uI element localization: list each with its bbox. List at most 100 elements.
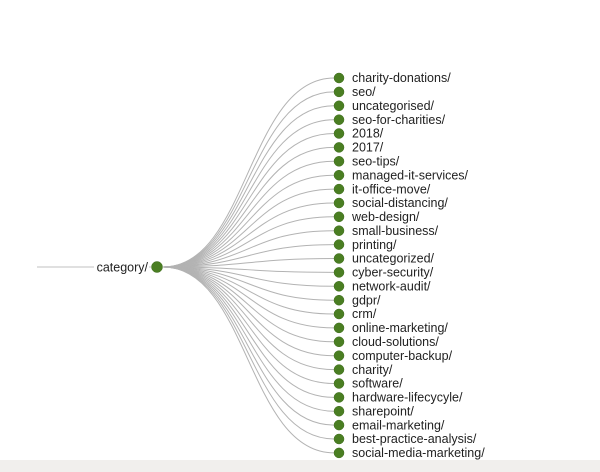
- tree-leaf-node: web-design/: [333, 210, 420, 224]
- tree-link: [162, 174, 335, 268]
- leaf-node-dot[interactable]: [333, 239, 345, 250]
- leaf-node-label: uncategorized/: [352, 252, 435, 266]
- leaf-node-dot[interactable]: [333, 364, 345, 375]
- tree-leaf-node: social-distancing/: [333, 196, 448, 210]
- tree-leaf-node: it-office-move/: [333, 182, 431, 196]
- root-node-dot[interactable]: [151, 261, 163, 273]
- leaf-node-label: cyber-security/: [352, 266, 434, 280]
- leaf-node-dot[interactable]: [333, 281, 345, 292]
- leaf-node-dot[interactable]: [333, 211, 345, 223]
- tree-leaf-node: email-marketing/: [333, 418, 445, 432]
- tree-leaf-node: charity/: [333, 363, 393, 377]
- tree-leaf-node: 2018/: [333, 127, 384, 141]
- tree-link: [162, 266, 335, 398]
- leaf-node-dot[interactable]: [333, 183, 345, 195]
- tree-link: [162, 133, 335, 268]
- leaf-node-dot[interactable]: [333, 392, 345, 403]
- tree-leaf-node: seo-for-charities/: [333, 113, 446, 127]
- leaf-node-label: computer-backup/: [352, 349, 453, 363]
- leaf-node-dot[interactable]: [333, 86, 345, 98]
- tree-link: [162, 266, 335, 357]
- leaf-node-label: it-office-move/: [352, 182, 431, 196]
- tree-leaf-node: best-practice-analysis/: [333, 432, 477, 446]
- tree-link: [162, 216, 335, 268]
- tree-leaf-node: seo/: [333, 85, 376, 99]
- leaf-node-label: 2018/: [352, 127, 384, 141]
- nodes-layer: charity-donations/seo/uncategorised/seo-…: [333, 71, 485, 460]
- leaf-node-dot[interactable]: [333, 100, 345, 112]
- leaf-node-dot[interactable]: [333, 419, 345, 431]
- leaf-node-label: online-marketing/: [352, 321, 448, 335]
- tree-leaf-node: social-media-marketing/: [333, 446, 485, 460]
- leaf-node-dot[interactable]: [333, 405, 345, 417]
- leaf-node-dot[interactable]: [333, 433, 345, 445]
- tree-link: [162, 77, 335, 268]
- leaf-node-label: sharepoint/: [352, 404, 414, 418]
- tree-leaf-node: managed-it-services/: [333, 168, 469, 182]
- leaf-node-dot[interactable]: [333, 378, 345, 389]
- tree-leaf-node: network-audit/: [333, 280, 431, 294]
- tree-leaf-node: uncategorised/: [333, 99, 435, 113]
- tree-leaf-node: seo-tips/: [333, 155, 400, 169]
- leaf-node-dot[interactable]: [333, 128, 345, 139]
- tree-link: [162, 258, 335, 268]
- leaf-node-dot[interactable]: [333, 142, 345, 153]
- tree-link: [162, 266, 335, 315]
- leaf-node-dot[interactable]: [333, 447, 345, 459]
- leaf-node-dot[interactable]: [333, 336, 345, 348]
- leaf-node-label: software/: [352, 377, 403, 391]
- leaf-node-label: network-audit/: [352, 280, 431, 294]
- tree-leaf-node: cloud-solutions/: [333, 335, 439, 349]
- leaf-node-label: social-distancing/: [352, 196, 448, 210]
- tree-leaf-node: software/: [333, 377, 403, 391]
- root-label-backdrop: [94, 259, 149, 275]
- tree-link: [162, 266, 335, 343]
- tree-link: [162, 230, 335, 268]
- leaf-node-label: hardware-lifecycyle/: [352, 391, 463, 405]
- tree-leaf-node: uncategorized/: [333, 252, 435, 266]
- leaf-node-label: uncategorised/: [352, 99, 435, 113]
- links-layer: [162, 77, 335, 454]
- leaf-node-label: managed-it-services/: [352, 168, 469, 182]
- root-node: category/: [94, 259, 163, 275]
- tree-link: [162, 266, 335, 301]
- root-node-label: category/: [97, 261, 149, 275]
- tree-leaf-node: hardware-lifecycyle/: [333, 391, 463, 405]
- leaf-node-label: crm/: [352, 307, 377, 321]
- leaf-node-dot[interactable]: [333, 308, 345, 320]
- tree-leaf-node: computer-backup/: [333, 349, 453, 363]
- tree-leaf-node: cyber-security/: [333, 266, 434, 280]
- leaf-node-dot[interactable]: [333, 322, 345, 334]
- leaf-node-dot[interactable]: [333, 294, 345, 306]
- tree-link: [162, 119, 335, 268]
- tree-leaf-node: gdpr/: [333, 293, 381, 307]
- leaf-node-label: cloud-solutions/: [352, 335, 439, 349]
- leaf-node-dot[interactable]: [333, 253, 345, 264]
- leaf-node-label: seo-for-charities/: [352, 113, 446, 127]
- leaf-node-label: small-business/: [352, 224, 439, 238]
- leaf-node-dot[interactable]: [333, 197, 345, 209]
- leaf-node-dot[interactable]: [333, 350, 345, 361]
- tree-link: [162, 266, 335, 273]
- tree-link: [162, 266, 335, 371]
- leaf-node-label: best-practice-analysis/: [352, 432, 477, 446]
- tree-leaf-node: printing/: [333, 238, 397, 252]
- leaf-node-label: web-design/: [351, 210, 420, 224]
- leaf-node-dot[interactable]: [333, 225, 345, 236]
- tree-link: [162, 266, 335, 454]
- tree-link: [162, 105, 335, 268]
- leaf-node-dot[interactable]: [333, 267, 345, 278]
- leaf-node-dot[interactable]: [333, 72, 345, 84]
- leaf-node-label: charity-donations/: [352, 71, 451, 85]
- leaf-node-dot[interactable]: [333, 169, 345, 181]
- tree-leaf-node: charity-donations/: [333, 71, 451, 85]
- tree-leaf-node: online-marketing/: [333, 321, 448, 335]
- leaf-node-label: gdpr/: [352, 293, 381, 307]
- leaf-node-label: charity/: [352, 363, 393, 377]
- window-bottom-strip: [0, 460, 600, 472]
- tree-link: [162, 266, 335, 329]
- leaf-node-dot[interactable]: [333, 156, 345, 167]
- leaf-node-dot[interactable]: [333, 114, 345, 125]
